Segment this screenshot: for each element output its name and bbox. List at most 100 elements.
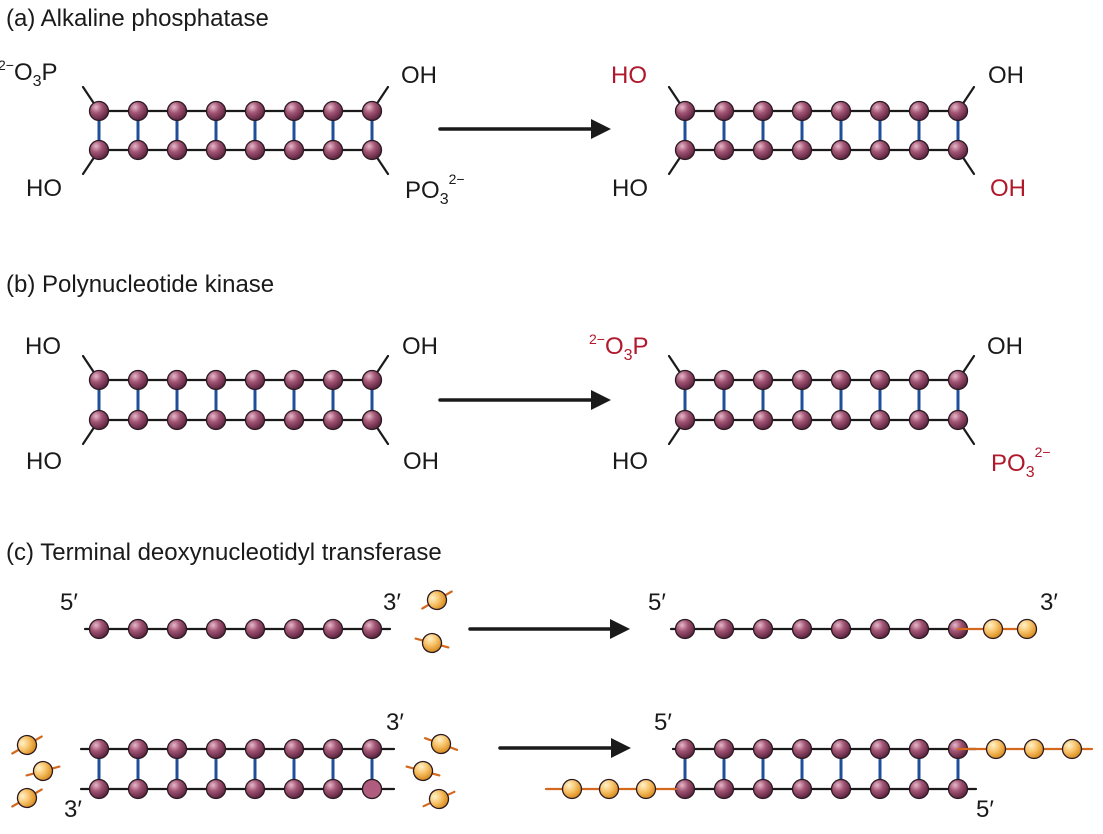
nucleotide <box>361 369 383 391</box>
arrow-head <box>610 619 630 639</box>
b-right-3prime-oh-label: OH <box>987 333 1023 360</box>
free-dntp <box>421 589 453 611</box>
nucleotide <box>88 369 110 391</box>
nucleotide <box>244 738 266 760</box>
nucleotide <box>205 778 227 800</box>
c2-left-3prime-bottom-label: 3′ <box>64 796 82 823</box>
nucleotide <box>361 100 383 122</box>
b-right-5prime-phosphate-label-bottom: PO32− <box>991 444 1051 481</box>
nucleotide <box>674 139 696 161</box>
nucleotide <box>869 369 891 391</box>
b-right-3prime-ho-label: HO <box>612 448 648 475</box>
nucleotide <box>869 778 891 800</box>
nucleotide <box>752 139 774 161</box>
section-a-title: (a) Alkaline phosphatase <box>6 5 269 32</box>
dntp-ball <box>426 589 448 611</box>
nucleotide <box>283 409 305 431</box>
arrow-head <box>611 738 631 758</box>
nucleotide <box>88 778 110 800</box>
added-nucleotide <box>982 618 1004 640</box>
nucleotide <box>791 139 813 161</box>
a-left-3prime-ho-label: HO <box>26 175 62 202</box>
nucleotide <box>674 738 696 760</box>
terminal-nucleotide <box>361 778 383 800</box>
a-right-5prime-oh-label: HO <box>611 62 647 89</box>
nucleotide <box>166 139 188 161</box>
free-dntp <box>423 733 459 755</box>
nucleotide <box>713 778 735 800</box>
nucleotide <box>127 409 149 431</box>
nucleotide <box>361 738 383 760</box>
nucleotide <box>713 369 735 391</box>
nucleotide <box>166 409 188 431</box>
nucleotide <box>244 778 266 800</box>
nucleotide <box>88 409 110 431</box>
nucleotide <box>283 778 305 800</box>
nucleotide <box>88 100 110 122</box>
nucleotide <box>361 618 383 640</box>
nucleotide <box>752 369 774 391</box>
a-left-5prime-phosphate-label: 2−O3P <box>0 57 58 90</box>
nucleotide <box>791 369 813 391</box>
b-left-5prime-oh-label: OH <box>403 448 439 475</box>
nucleotide <box>322 778 344 800</box>
nucleotide <box>127 100 149 122</box>
c2-substrate-duplex <box>79 738 396 800</box>
a-right-3prime-ho-label: HO <box>612 175 648 202</box>
nucleotide <box>908 738 930 760</box>
nucleotide <box>947 100 969 122</box>
nucleotide <box>322 618 344 640</box>
nucleotide <box>244 139 266 161</box>
dntp-ball <box>430 733 452 755</box>
arrow-c1 <box>468 619 630 639</box>
nucleotide <box>127 618 149 640</box>
arrow-a <box>438 119 611 139</box>
added-nucleotide <box>1023 738 1045 760</box>
nucleotide <box>830 778 852 800</box>
nucleotide <box>166 778 188 800</box>
nucleotide <box>713 100 735 122</box>
nucleotide <box>205 139 227 161</box>
dntp-ball <box>412 760 434 782</box>
nucleotide <box>869 738 891 760</box>
nucleotide <box>127 738 149 760</box>
added-nucleotide <box>598 778 620 800</box>
nucleotide <box>947 778 969 800</box>
nucleotide <box>674 778 696 800</box>
free-dntp <box>25 760 61 782</box>
nucleotide <box>713 618 735 640</box>
nucleotide <box>830 618 852 640</box>
nucleotide <box>166 369 188 391</box>
nucleotide <box>869 139 891 161</box>
nucleotide <box>205 409 227 431</box>
nucleotide <box>322 738 344 760</box>
added-nucleotide <box>1061 738 1083 760</box>
nucleotide <box>674 100 696 122</box>
nucleotide <box>947 409 969 431</box>
dntp-ball <box>428 788 450 810</box>
nucleotide <box>752 618 774 640</box>
added-nucleotide <box>1016 618 1038 640</box>
c2-right-5prime-bottom-label: 5′ <box>976 796 994 823</box>
nucleotide <box>791 778 813 800</box>
a-substrate-duplex <box>81 85 390 176</box>
nucleotide <box>283 369 305 391</box>
section-c-title: (c) Terminal deoxynucleotidyl transferas… <box>6 539 442 566</box>
nucleotide <box>908 139 930 161</box>
nucleotide <box>830 738 852 760</box>
nucleotide <box>713 738 735 760</box>
nucleotide <box>869 100 891 122</box>
free-dntp <box>414 632 450 654</box>
nucleotide <box>88 139 110 161</box>
nucleotide <box>88 618 110 640</box>
nucleotide <box>830 369 852 391</box>
a-right-3prime-oh-label: OH <box>988 62 1024 89</box>
arrow-c2 <box>498 738 631 758</box>
dna-structures <box>11 85 1094 810</box>
nucleotide <box>283 618 305 640</box>
nucleotide <box>791 738 813 760</box>
b-left-5prime-ho-label: HO <box>25 333 61 360</box>
dntp-ball <box>16 787 38 809</box>
